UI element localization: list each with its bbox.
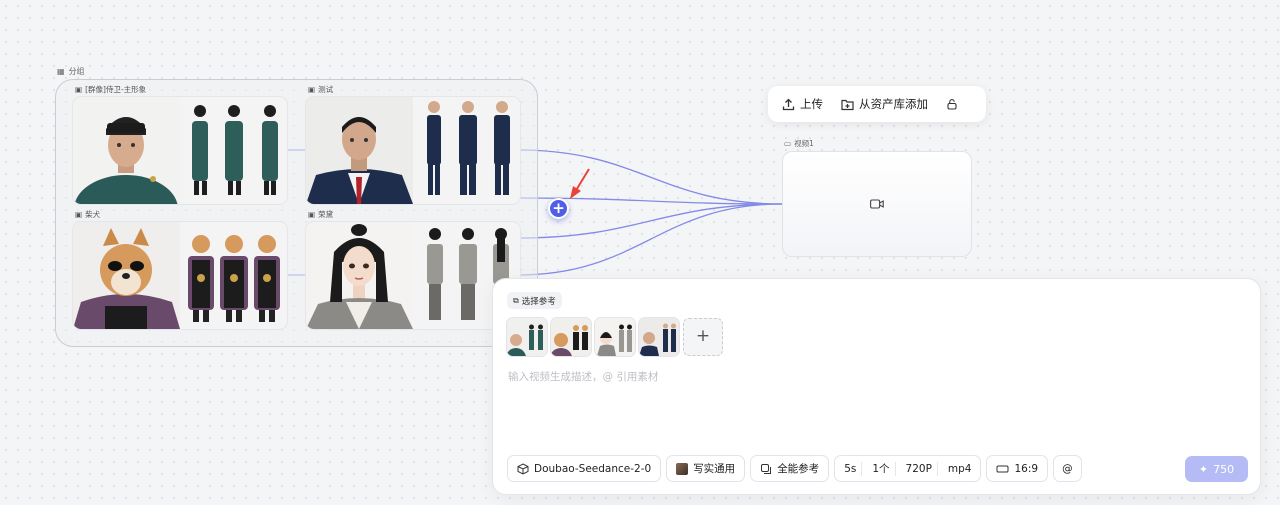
reference-thumb-guard[interactable] bbox=[507, 318, 547, 356]
image-card-guard[interactable] bbox=[73, 97, 287, 204]
lock-button[interactable] bbox=[946, 98, 958, 110]
generation-settings-bar: Doubao-Seedance-2-0 写实通用 全能参考 5s 1个 720P… bbox=[507, 455, 1082, 482]
sparkle-icon: ✦ bbox=[1198, 462, 1209, 476]
duration-value: 5s bbox=[839, 461, 863, 476]
reference-thumb-businessman[interactable] bbox=[639, 318, 679, 356]
image-card-rongdai[interactable] bbox=[306, 222, 520, 329]
prompt-input[interactable] bbox=[508, 368, 1228, 386]
image-card-test[interactable] bbox=[306, 97, 520, 204]
video-icon: ▭ bbox=[784, 139, 792, 148]
image-icon: ▣ bbox=[308, 210, 316, 219]
count-value: 1个 bbox=[867, 461, 896, 476]
aspect-ratio-icon bbox=[996, 465, 1009, 472]
grid-icon: ▦ bbox=[57, 67, 65, 76]
format-value: mp4 bbox=[947, 462, 972, 475]
businessman-portrait bbox=[306, 97, 413, 204]
reference-thumbnails: + bbox=[507, 318, 723, 356]
video-node[interactable] bbox=[782, 151, 972, 257]
add-reference-button[interactable]: + bbox=[683, 318, 723, 356]
style-selector[interactable]: 写实通用 bbox=[666, 455, 746, 482]
image-icon: ▣ bbox=[75, 210, 83, 219]
red-arrow-annotation bbox=[570, 168, 590, 199]
add-connection-button[interactable]: + bbox=[548, 198, 569, 219]
resolution-value: 720P bbox=[901, 461, 938, 476]
guard-portrait bbox=[73, 97, 180, 204]
image-icon: ▣ bbox=[308, 85, 316, 94]
upload-button[interactable]: 上传 bbox=[782, 96, 823, 112]
reference-thumb-woman[interactable] bbox=[595, 318, 635, 356]
woman-portrait bbox=[306, 222, 413, 329]
card-label-rongdai: ▣ 荣黛 bbox=[308, 210, 334, 219]
output-settings[interactable]: 5s 1个 720P mp4 bbox=[834, 455, 982, 482]
card-label-test: ▣ 测试 bbox=[308, 85, 334, 94]
reference-mode-icon bbox=[761, 463, 772, 474]
aspect-ratio-selector[interactable]: 16:9 bbox=[986, 455, 1049, 482]
guard-turnaround bbox=[180, 97, 287, 204]
card-label-guard: ▣ [群像]侍卫-主形象 bbox=[75, 85, 147, 94]
cube-icon bbox=[517, 462, 529, 475]
style-avatar-icon bbox=[676, 462, 689, 475]
image-card-shiba[interactable] bbox=[73, 222, 287, 329]
shiba-portrait bbox=[73, 222, 180, 329]
card-label-shiba: ▣ 柴犬 bbox=[75, 210, 101, 219]
asset-toolbar: 上传 从资产库添加 bbox=[768, 86, 986, 122]
generate-button[interactable]: ✦ 750 bbox=[1185, 456, 1248, 482]
lock-icon bbox=[947, 99, 957, 110]
reference-icon: ⧉ bbox=[513, 295, 519, 305]
reference-thumb-shiba[interactable] bbox=[551, 318, 591, 356]
group-label: ▦ 分组 bbox=[57, 67, 85, 76]
image-icon: ▣ bbox=[75, 85, 83, 94]
add-from-assets-button[interactable]: 从资产库添加 bbox=[841, 96, 928, 112]
businessman-turnaround bbox=[413, 97, 520, 204]
mention-button[interactable]: @ bbox=[1053, 455, 1082, 482]
shiba-turnaround bbox=[180, 222, 287, 329]
folder-add-icon bbox=[841, 99, 854, 110]
select-reference-button[interactable]: ⧉ 选择参考 bbox=[507, 292, 562, 309]
reference-mode-selector[interactable]: 全能参考 bbox=[750, 455, 830, 482]
model-selector[interactable]: Doubao-Seedance-2-0 bbox=[507, 455, 662, 482]
upload-icon bbox=[782, 98, 795, 110]
video-camera-icon bbox=[870, 199, 884, 209]
video-node-label: ▭ 视频1 bbox=[784, 139, 814, 148]
